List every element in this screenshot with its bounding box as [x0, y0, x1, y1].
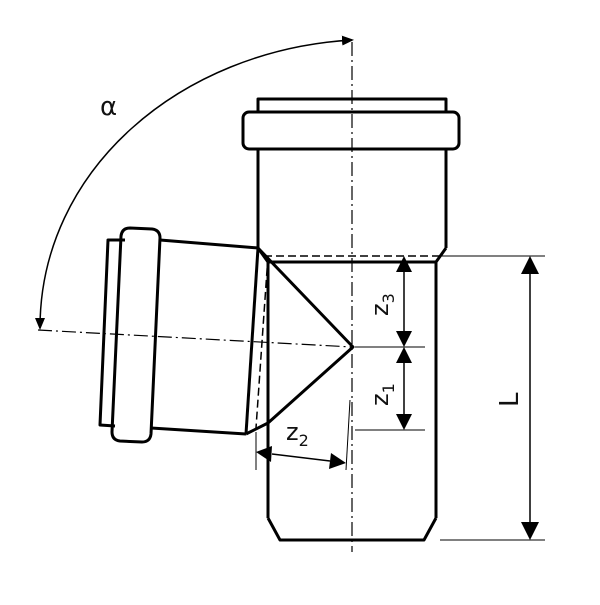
main-pipe-walls: [266, 262, 438, 518]
z1-label: z1: [366, 383, 398, 406]
branch-socket-ring: [110, 226, 162, 444]
angle-arc-start-arrow: [35, 317, 46, 330]
branch-body: [150, 238, 259, 436]
branch-inner-dashed: [255, 255, 269, 429]
alpha-label: α: [100, 92, 117, 122]
branch-pipe: [98, 226, 355, 444]
dimension-L: L: [495, 256, 539, 540]
branch-socket-lip: [98, 238, 125, 428]
z2-label: z2: [286, 418, 309, 450]
angle-arc: [39, 35, 354, 329]
dimension-z3: z3: [366, 256, 412, 347]
L-label: L: [495, 392, 525, 407]
top-socket-lip: [256, 97, 448, 112]
spigot-end: [266, 517, 438, 542]
extension-lines: [255, 255, 545, 541]
dimension-z2: z2: [256, 418, 346, 469]
z3-label: z3: [366, 293, 398, 316]
branch-inner-end: [244, 247, 260, 435]
main-pipe: [241, 97, 461, 542]
top-socket-body: [256, 149, 448, 248]
top-socket-ring: [241, 110, 461, 151]
branch-centerline: [37, 329, 353, 348]
dimension-z1: z1: [366, 347, 412, 430]
intersection-cone: [245, 246, 355, 436]
